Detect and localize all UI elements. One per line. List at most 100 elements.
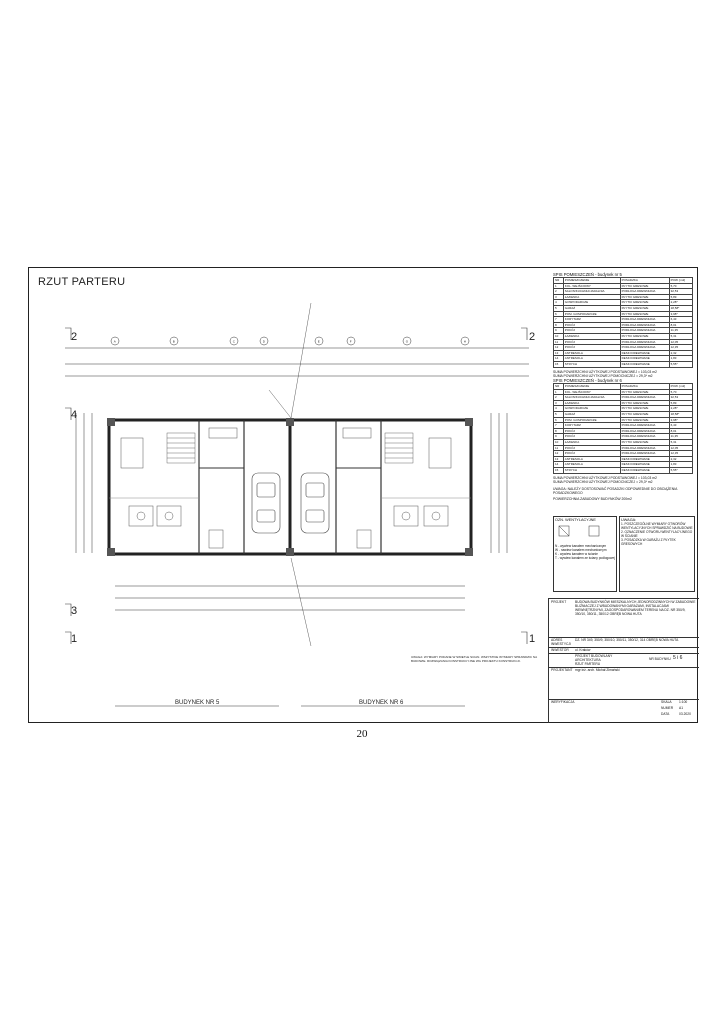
table-cell: 3,98*: [668, 416, 694, 424]
notes-box: UWAGA: 1. POSZCZEGÓLNE WYMIARY OTWORÓW W…: [619, 516, 695, 592]
table-cell: 11,35: [668, 327, 694, 334]
dimension-lines: [75, 413, 508, 611]
axis-marker-4: 4: [65, 407, 77, 421]
svg-text:BUDYNEK NR 6: BUDYNEK NR 6: [359, 700, 404, 706]
scale-label: SKALA: [661, 700, 672, 704]
grid-label: C: [233, 339, 236, 343]
stairs: [166, 432, 414, 464]
table-cell: 15: [553, 360, 564, 368]
building-walls: [107, 418, 473, 556]
table-cell: 12,35: [668, 450, 694, 457]
table-cell: 5,89: [668, 399, 694, 407]
general-notes: UWAGA: WYMIARY PODANE W ŚWIETLE ŚCIAN. W…: [411, 656, 537, 663]
project-text: BUDOWA BUDYNKÓW MIESZKALNYCH JEDNORODZIN…: [575, 600, 696, 616]
title-block: PROJEKT BUDOWA BUDYNKÓW MIESZKALNYCH JED…: [548, 598, 699, 723]
garage-car: [251, 472, 330, 534]
table-cell: 2,32: [668, 349, 694, 357]
address-label: ADRES INWESTYCJI: [551, 638, 571, 646]
grid-label: G: [406, 339, 409, 343]
furniture: [120, 427, 452, 549]
axis-marker-2b: 2: [521, 327, 535, 343]
sum-usable: SUMA POWIERZCHNI UŻYTKOWEJ PODSTAWOWEJ =…: [553, 369, 657, 374]
investor-text: ul. Kraków: [575, 648, 591, 652]
notes-item: 3. POSADZKA W GARAŻU Z PŁYTEK GRESOWYCH: [621, 538, 676, 546]
grid-label: D: [263, 339, 266, 343]
table-cell: 8,01: [668, 321, 694, 329]
table-cell: 5,31: [668, 438, 694, 446]
tb-divider: [549, 653, 699, 654]
tb-divider: [549, 637, 699, 638]
table-cell: 1,83: [668, 461, 694, 468]
table-cell: 32,53: [668, 288, 694, 295]
svg-text:2: 2: [529, 331, 535, 343]
axis-marker-3: 3: [65, 603, 77, 617]
grid-label: B: [173, 339, 175, 343]
drawing-sheet: RZUT PARTERU A B C D E F G H: [28, 267, 699, 723]
table-cell: STRYCH: [562, 360, 621, 368]
designer-label: PROJEKTANT: [551, 668, 573, 672]
address-text: DZ. NR 349, 350/9, 350/10, 350/11, 350/1…: [575, 638, 679, 642]
table-cell: 6,43: [668, 316, 694, 323]
legend-item: T - wywiew kanałem ze ściany podłogowej: [555, 556, 615, 560]
table-cell: 2,28*: [668, 405, 694, 412]
table-cell: 2,28*: [668, 299, 694, 306]
svg-text:3: 3: [71, 605, 77, 617]
table-cell: 18,58*: [668, 411, 694, 418]
designer-text: mgr inż. arch. Michał Zimański: [575, 668, 620, 672]
floor-plan: RZUT PARTERU A B C D E F G H: [38, 276, 537, 707]
verifier-label: WERYFIKACJA: [551, 700, 575, 704]
table-cell: DESKI DREWNIANE: [619, 360, 670, 368]
page-number: 20: [356, 728, 368, 740]
legend-symbols: [555, 522, 615, 544]
table-cell: 5,70: [668, 388, 694, 396]
date-label: DATA: [661, 712, 670, 716]
table-header-cell: POW. [m2]: [668, 383, 694, 390]
tb-divider: [549, 667, 699, 668]
room-table-title: SPIS POMIESZCZEŃ - budynek nr 5: [553, 272, 622, 277]
table-cell: 5,55*: [668, 466, 694, 474]
table-cell: 5,89: [668, 293, 694, 301]
grid-label: E: [318, 339, 320, 343]
table-cell: 5,70: [668, 282, 694, 290]
table-cell: 11,35: [668, 433, 694, 440]
grid-axes-top: [65, 347, 529, 377]
table-cell: 18,58*: [668, 305, 694, 312]
legend-title: OZN. WENTYLACYJNE: [555, 518, 596, 522]
sheet-label: NUMER: [661, 706, 674, 710]
project-label: PROJEKT: [551, 600, 567, 604]
sum-usable: SUMA POWIERZCHNI UŻYTKOWEJ PODSTAWOWEJ =…: [553, 475, 657, 480]
notes-title: UWAGA:: [621, 518, 637, 522]
table-cell: 12,05: [668, 444, 694, 452]
table-cell: 5,31: [668, 332, 694, 340]
date-value: 03.2020: [679, 712, 691, 716]
axis-marker-1: 1: [65, 631, 77, 645]
table-cell: 6,43: [668, 422, 694, 429]
drawing-title: RZUT PARTERU: [38, 276, 125, 288]
tb-divider: [549, 699, 699, 700]
table-cell: 3,98*: [668, 310, 694, 318]
svg-text:4: 4: [71, 409, 77, 421]
table-cell: 12,35: [668, 344, 694, 351]
legend-item: K - wywiew kanałem w ścianie: [555, 552, 598, 556]
